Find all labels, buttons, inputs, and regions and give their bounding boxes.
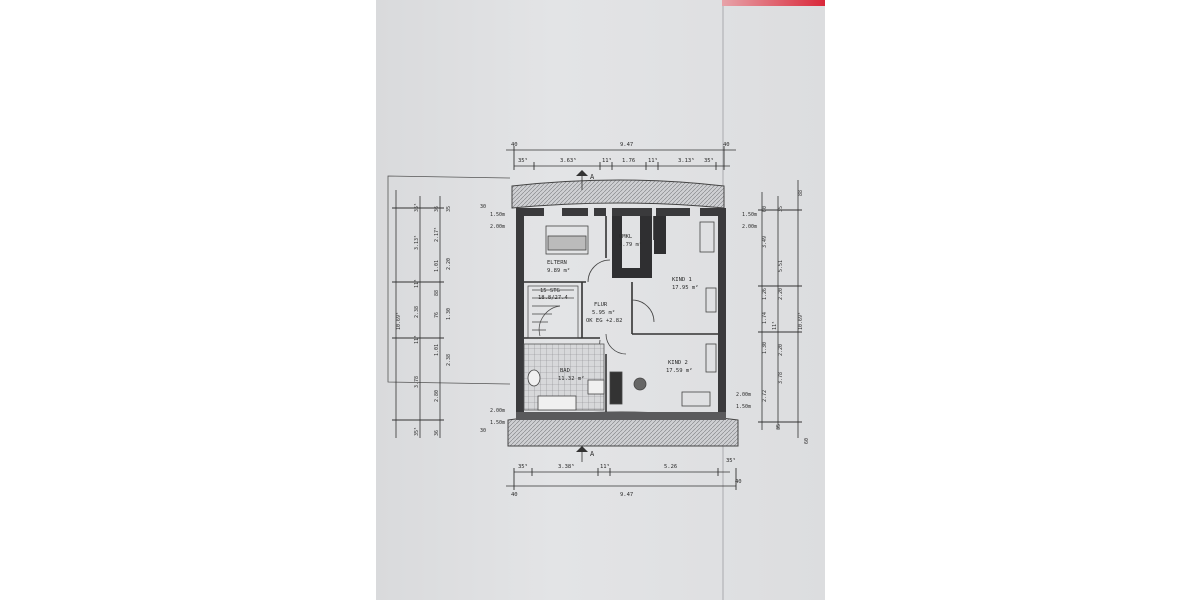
room-kind1-area: 17.95 m² xyxy=(672,284,699,291)
dim-left-200t: 2.00m xyxy=(490,224,505,230)
dim-left-88: 88 xyxy=(434,290,440,296)
interior-walls xyxy=(524,216,718,412)
room-umkl-area: 4.79 m² xyxy=(619,241,642,248)
dim-top-left-40: 40 xyxy=(511,142,518,148)
section-label-top: A xyxy=(590,173,595,181)
dim-left-150b: 1.50m xyxy=(490,420,505,426)
dim-right-60b: 60 xyxy=(762,206,768,212)
dim-right-150b: 1.50m xyxy=(736,404,751,410)
dim-left2-238: 2.38 xyxy=(446,354,452,366)
dim-right-220b: 2.20 xyxy=(778,344,784,356)
room-bad-area: 11.32 m² xyxy=(558,375,585,382)
furniture-kind1 xyxy=(699,221,717,313)
dimension-ticks xyxy=(392,146,802,490)
dim-bot-left-40: 40 xyxy=(511,492,518,498)
dim-right-150t: 1.50m xyxy=(742,212,757,218)
room-kind1-name: KIND 1 xyxy=(672,277,692,283)
dim-bot-35a: 35⁵ xyxy=(518,463,528,470)
dim-left2-220a: 2.20 xyxy=(446,258,452,270)
dim-right-60a: 60 xyxy=(804,438,810,444)
roof-eaves xyxy=(507,179,739,447)
dim-right-total: 10.69⁵ xyxy=(798,312,804,330)
bathroom-tiles xyxy=(523,343,605,411)
dim-top-176: 1.76 xyxy=(622,158,635,164)
dim-left-313: 3.13⁵ xyxy=(414,235,420,250)
dim-left-30t: 30 xyxy=(480,204,486,210)
section-label-bottom: A xyxy=(590,450,595,458)
furniture-eltern xyxy=(545,225,589,255)
dim-left-35t: 35⁵ xyxy=(414,203,420,212)
dim-left-30b: 30 xyxy=(480,428,486,434)
dim-left2-130: 1.30 xyxy=(446,308,452,320)
dim-right-126: 1.26 xyxy=(762,288,768,300)
dim-top-363: 3.63⁵ xyxy=(560,157,577,164)
paper-sheet xyxy=(376,0,825,600)
room-eltern-name: ELTERN xyxy=(547,260,567,266)
dim-bot-338: 3.38⁵ xyxy=(558,463,575,470)
dim-left2-35: 35 xyxy=(446,206,452,212)
dim-right-200t: 2.00m xyxy=(742,224,757,230)
dim-left-total: 10.69⁵ xyxy=(396,312,402,330)
dim-right-130: 1.30 xyxy=(762,342,768,354)
dim-right-551: 5.51 xyxy=(778,260,784,272)
section-mark-top xyxy=(576,170,588,190)
dim-bot-526: 5.26 xyxy=(664,464,677,470)
room-flur-area: 5.95 m² xyxy=(592,309,615,316)
dim-right-378: 3.78 xyxy=(778,372,784,384)
dim-left-36t: 36 xyxy=(434,206,440,212)
dim-right-174: 1.74 xyxy=(762,312,768,324)
dim-left-200b: 2.00m xyxy=(490,408,505,414)
dim-bot-11: 11⁵ xyxy=(600,463,610,470)
dim-bot-total: 9.47 xyxy=(620,492,633,498)
outer-walls xyxy=(516,208,726,420)
dim-right-88: 88 xyxy=(798,190,804,196)
dim-right-349: 3.49 xyxy=(762,236,768,248)
dim-left-217: 2.17⁵ xyxy=(434,227,440,242)
dim-bot-35b: 35⁵ xyxy=(726,457,736,464)
dim-top-313: 3.13⁵ xyxy=(678,157,695,164)
dim-top-right-40: 40 xyxy=(723,142,730,148)
dim-left-35b: 35⁵ xyxy=(414,427,420,436)
dim-right-200b: 2.00m xyxy=(736,392,751,398)
room-flur-name: FLUR xyxy=(594,302,608,308)
room-bad-name: BAD xyxy=(560,368,570,374)
dim-bot-right-40: 40 xyxy=(735,479,742,485)
dim-right-220a: 2.20 xyxy=(778,288,784,300)
dim-right-272: 2.72 xyxy=(762,390,768,402)
dim-left-378: 3.78 xyxy=(414,376,420,388)
umkl-wall-block xyxy=(612,216,666,278)
dim-left-11a: 11⁵ xyxy=(414,279,420,288)
dim-top-35a: 35⁵ xyxy=(518,157,528,164)
stair-steps: 15 STG xyxy=(540,288,560,294)
dim-left-101b: 1.01 xyxy=(434,344,440,356)
red-binding-strip xyxy=(722,0,825,6)
room-umkl-name: UMKL xyxy=(619,234,633,240)
dim-left-280: 2.80 xyxy=(434,390,440,402)
dim-top-35b: 35⁵ xyxy=(704,157,714,164)
staircase xyxy=(527,285,579,339)
room-kind2-area: 17.59 m² xyxy=(666,367,693,374)
dim-left-11b: 11⁵ xyxy=(414,335,420,344)
dim-left-101a: 1.01 xyxy=(434,260,440,272)
dim-left-76: 76 xyxy=(434,312,440,318)
room-flur-level: OK EG +2.82 xyxy=(586,318,622,324)
dim-right-11: 11⁵ xyxy=(772,321,778,330)
stair-size: 18.8/27.4 xyxy=(538,295,568,301)
roof-projection-left xyxy=(387,175,511,385)
dim-top-total: 9.47 xyxy=(620,142,633,148)
room-eltern-area: 9.89 m² xyxy=(547,267,570,274)
dim-left-238: 2.38 xyxy=(414,306,420,318)
dim-left-36b: 36 xyxy=(434,430,440,436)
room-kind2-name: KIND 2 xyxy=(668,360,688,366)
dimension-lines xyxy=(395,149,799,487)
dim-left-150t: 1.50m xyxy=(490,212,505,218)
furniture-kind2 xyxy=(609,343,717,407)
dim-right-35: 35 xyxy=(776,424,782,430)
dim-right-35b: 35 xyxy=(778,206,784,212)
section-mark-bottom xyxy=(576,446,588,462)
dim-top-11b: 11⁵ xyxy=(648,157,658,164)
dim-top-11a: 11⁵ xyxy=(602,157,612,164)
